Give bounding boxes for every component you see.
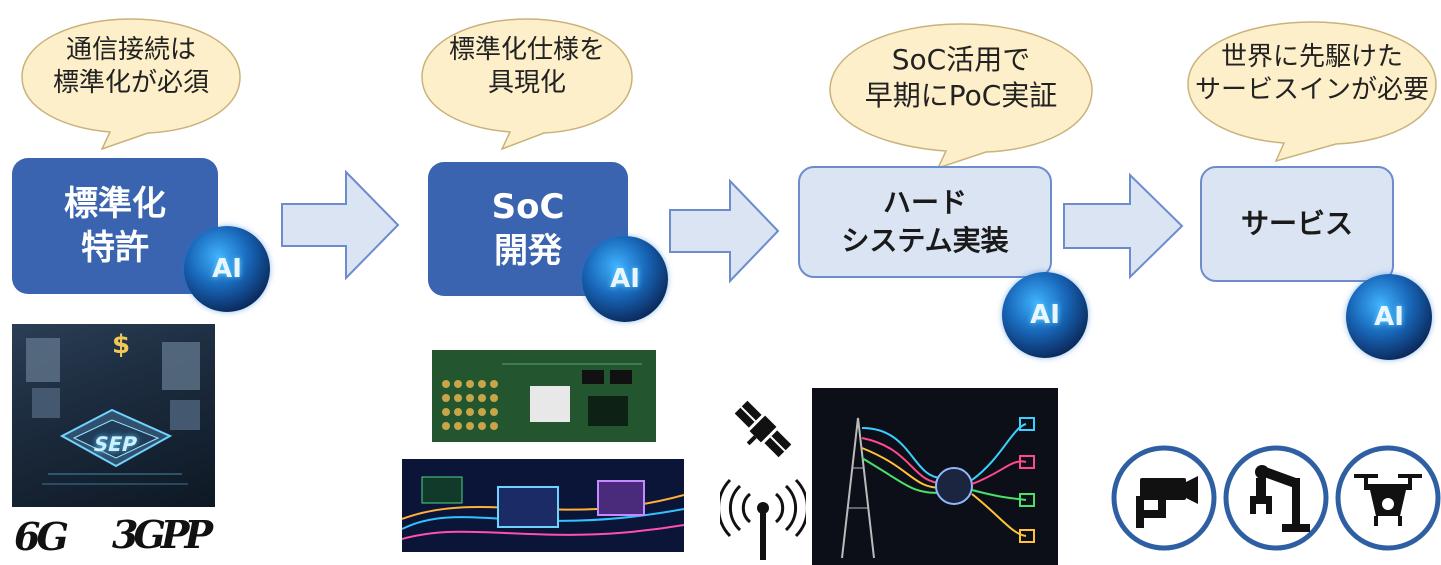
bubble-text-3: SoC活用で 早期にPoC実証 — [864, 43, 1058, 112]
ai-badge-icon: AI — [1002, 272, 1088, 358]
speech-bubble-shape-4 — [1187, 21, 1437, 163]
surveillance-camera-icon — [1111, 445, 1217, 551]
antenna-icon — [720, 478, 806, 560]
ai-badge-label: AI — [1030, 300, 1060, 330]
6g-logo: 6G — [14, 514, 69, 559]
satellite-icon — [734, 400, 792, 458]
bubble-text-2: 標準化仕様を 具現化 — [448, 35, 605, 98]
sep-patent-image: $ SEP — [12, 324, 215, 507]
3gpp-logo: 3GPP — [112, 512, 213, 557]
flow-arrow-2 — [669, 178, 780, 284]
ai-badge-icon: AI — [184, 226, 270, 312]
drone-icon — [1335, 445, 1441, 551]
stage-box-service: サービス — [1200, 166, 1394, 282]
ai-badge-icon: AI — [1346, 274, 1432, 360]
ai-badge-label: AI — [1374, 302, 1404, 332]
dollar-sign: $ — [112, 330, 131, 360]
bubble-text-4: 世界に先駆けた サービスインが必要 — [1194, 42, 1429, 105]
ai-badge-icon: AI — [582, 236, 668, 322]
ai-badge-label: AI — [610, 264, 640, 294]
speech-bubble-shape-2 — [421, 18, 633, 150]
sep-chip-label: SEP — [91, 432, 140, 456]
stage-box-soc-development: SoC 開発 — [428, 162, 628, 296]
stage-box-standardization-patent: 標準化 特許 — [12, 158, 218, 294]
bubble-text-1: 通信接続は 標準化が必須 — [52, 35, 209, 98]
robot-arm-icon — [1223, 445, 1329, 551]
flow-arrow-1 — [281, 169, 400, 281]
pcb-board-image — [432, 350, 656, 442]
speech-bubble-shape-1 — [21, 18, 241, 150]
glowing-chip-image — [402, 459, 684, 552]
ai-network-image — [812, 388, 1058, 565]
ai-badge-label: AI — [212, 254, 242, 284]
flow-arrow-3 — [1063, 172, 1184, 280]
stage-box-hardware-system: ハード システム実装 — [798, 166, 1052, 278]
